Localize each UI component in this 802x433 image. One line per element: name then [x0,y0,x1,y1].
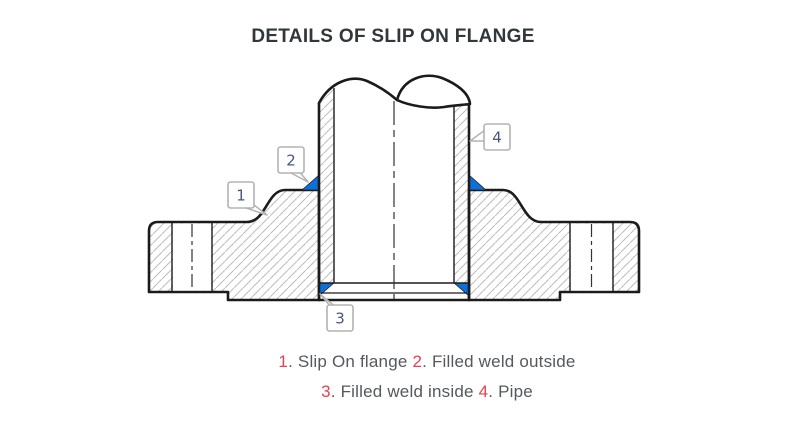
callout-3-box [326,304,354,332]
pipe-break-left-arc [317,77,399,105]
legend-line-2: 3. Filled weld inside 4. Pipe [321,382,533,402]
legend-item-3: 3. Filled weld inside [321,382,474,401]
legend-item-3-number: 3 [321,382,331,401]
callout-1-box [227,181,255,209]
callout-2-number: 2 [286,152,296,170]
callout-3-number: 3 [335,310,345,328]
legend-item-2-number: 2 [412,352,423,371]
legend-item-4-number: 4 [478,382,489,401]
legend-item-2-label: . Filled weld outside [422,352,576,371]
callouts: 1 2 3 4 [227,123,511,332]
callout-4-leader [469,129,486,142]
bolt-hole-left [171,222,213,292]
callout-4-box [483,123,511,151]
legend-item-3-label: . Filled weld inside [330,382,474,401]
callout-1-number: 1 [236,187,246,205]
weld-outside-right [468,174,487,191]
legend-item-1: 1. Slip On flange [278,352,407,371]
pipe-break-lens [395,74,472,109]
legend-item-2: 2. Filled weld outside [412,352,575,371]
legend-item-1-label: . Slip On flange [288,352,408,371]
bolt-hole-right [569,222,614,292]
legend-item-1-number: 1 [278,352,289,371]
legend-item-4: 4. Pipe [479,382,533,401]
callout-2-box [277,146,305,174]
legend-item-4-label: . Pipe [488,382,533,401]
callout-4-number: 4 [492,129,502,147]
weld-inside-left [318,282,335,297]
pipe [301,74,487,300]
legend-line-1: 1. Slip On flange 2. Filled weld outside [278,352,575,372]
weld-inside-right [453,282,470,297]
pipe-wall-left-hatch [319,88,334,283]
pipe-wall-right-hatch [454,104,469,283]
page-title: DETAILS OF SLIP ON FLANGE [251,26,535,47]
